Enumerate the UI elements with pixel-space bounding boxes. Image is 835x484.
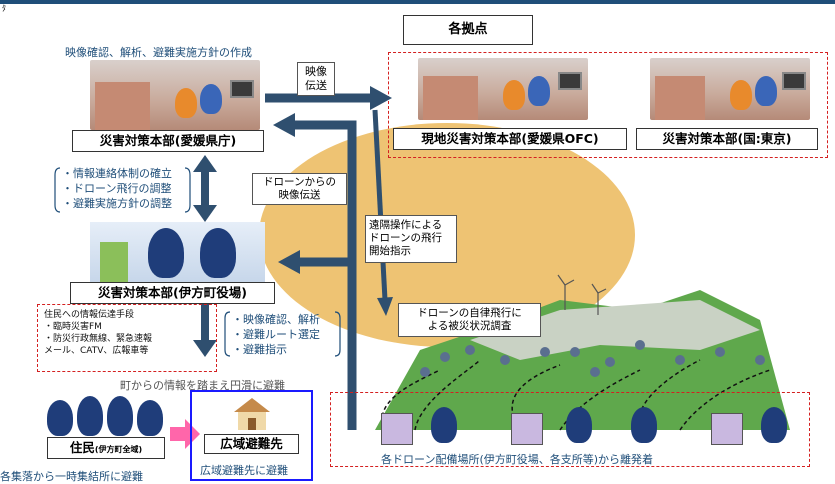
header-mark: ﾀ (2, 4, 6, 13)
drone-base-region: 各ドローン配備場所(伊方町役場、各支所等)から離発着 (330, 392, 810, 467)
resident-info-item: ・臨時災害FM (44, 322, 102, 332)
arrow-drone-video (295, 120, 357, 430)
operator-icon (761, 407, 787, 443)
coordination-item: ・避難実施方針の調整 (62, 197, 172, 210)
arrowhead-drone-video (273, 113, 295, 137)
coordination-item: ・情報連絡体制の確立 (62, 167, 172, 180)
drone-box-icon (381, 413, 413, 445)
video-analysis-caption: 映像確認、解析、避難実施方針の作成 (65, 46, 252, 59)
autonomous-flight-label: ドローンの自律飛行に よる被災状況調査 (398, 303, 541, 337)
coordination-list: ・情報連絡体制の確立 ・ドローン飛行の調整 ・避難実施方針の調整 (62, 166, 187, 211)
wide-area-caption: 広域避難先に避難 (200, 464, 288, 477)
ikata-action: ・避難ルート選定 (232, 328, 320, 341)
national-hq-label: 災害対策本部(国:東京) (636, 128, 818, 150)
local-office-image (418, 58, 588, 120)
arrowhead-to-ikata (278, 250, 300, 274)
local-hq-label: 現地災害対策本部(愛媛県OFC) (393, 128, 627, 150)
hq-ehime-label: 災害対策本部(愛媛県庁) (72, 130, 264, 152)
drone-box-icon (511, 413, 543, 445)
resident-info-item: ・防災行政無線、緊急速報 (44, 334, 153, 344)
wide-area-box: 広域避難先 広域避難先に避難 (190, 390, 313, 481)
bases-region (388, 52, 828, 158)
operator-icon (566, 407, 592, 443)
drone-base-caption: 各ドローン配備場所(伊方町役場、各支所等)から離発着 (381, 453, 654, 466)
national-office-image (650, 58, 810, 120)
resident-info-box: 住民への情報伝達手段 ・臨時災害FM ・防災行政無線、緊急速報 メール、CATV… (37, 304, 217, 372)
wide-area-label: 広域避難先 (204, 434, 299, 454)
bracket-ikata-actions (224, 311, 231, 357)
ikata-actions-list: ・映像確認、解析 ・避難ルート選定 ・避難指示 (232, 312, 342, 357)
ikata-action: ・映像確認、解析 (232, 313, 320, 326)
bases-title: 各拠点 (403, 15, 533, 45)
wind-turbines (557, 274, 607, 315)
remote-operation-label: 遠隔操作による ドローンの飛行 開始指示 (365, 215, 457, 263)
bracket-coordination (54, 167, 61, 213)
ikata-office-image (90, 222, 265, 284)
resident-info-title: 住民への情報伝達手段 (44, 310, 135, 320)
drone-box-icon (711, 413, 743, 445)
residents-label: 住民(伊方町全域) (47, 437, 165, 459)
coordination-item: ・ドローン飛行の調整 (62, 182, 172, 195)
arrow-remote-operation (372, 109, 388, 301)
house-icon (234, 398, 270, 430)
pink-arrow (170, 419, 200, 449)
residents-label-text: 住民 (69, 440, 95, 455)
resident-info-item: メール、CATV、広報車等 (44, 346, 149, 356)
operator-icon (431, 407, 457, 443)
top-bar (0, 0, 835, 4)
video-transmission-label: 映像 伝送 (297, 62, 335, 96)
hq-ikata-label: 災害対策本部(伊方町役場) (70, 282, 275, 304)
arrowhead-to-bases (370, 86, 392, 110)
bottom-left-caption: 各集落から一時集結所に避難 (0, 470, 143, 483)
evacuation-note: 町からの情報を踏まえ円滑に避難 (120, 379, 285, 392)
residents-image (45, 392, 167, 438)
residents-sub: (伊方町全域) (94, 445, 143, 454)
drones (420, 340, 765, 377)
ehime-office-image (90, 60, 260, 130)
arrowhead-remote-operation (377, 297, 393, 316)
operator-icon (631, 407, 657, 443)
ikata-action: ・避難指示 (232, 343, 287, 356)
drone-video-label: ドローンからの 映像伝送 (252, 173, 347, 205)
